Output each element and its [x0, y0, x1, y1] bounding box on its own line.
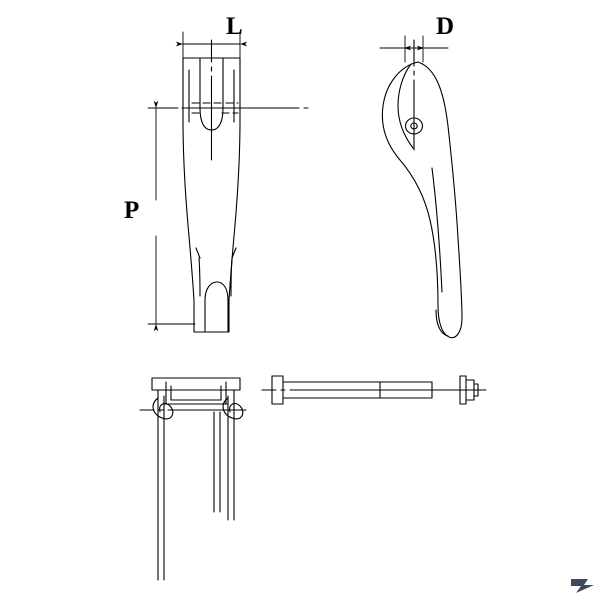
dimension-D — [379, 35, 449, 63]
dimension-label-D: D — [436, 13, 455, 40]
bottom-right-part — [261, 375, 487, 405]
dimension-L — [175, 31, 248, 63]
front-bottom-cavity — [204, 281, 229, 333]
side-inner-contour — [397, 63, 414, 149]
front-body-outline — [182, 57, 241, 333]
corner-logo — [571, 579, 594, 593]
dimension-label-L: L — [226, 13, 243, 40]
bracket-inner-u2 — [170, 385, 222, 401]
bracket-left-coil — [152, 397, 174, 420]
front-view — [151, 39, 309, 333]
front-hidden-pin-lines — [191, 102, 239, 114]
dimension-label-P: P — [124, 197, 140, 224]
front-right-relief-tick — [231, 247, 237, 259]
bracket-inner-u — [165, 381, 227, 405]
side-body-outline — [381, 61, 463, 339]
front-left-relief — [198, 257, 201, 297]
bracket-right-coil — [222, 397, 244, 420]
side-view — [381, 39, 463, 339]
bolt-head — [271, 375, 284, 405]
side-parting-line — [431, 167, 443, 293]
front-left-relief-tick — [195, 247, 201, 259]
bottom-left-part — [139, 377, 247, 581]
bolt-washer — [459, 375, 467, 405]
dimension-P — [147, 100, 196, 332]
side-tail-contour — [435, 309, 449, 337]
front-right-relief — [230, 257, 233, 297]
